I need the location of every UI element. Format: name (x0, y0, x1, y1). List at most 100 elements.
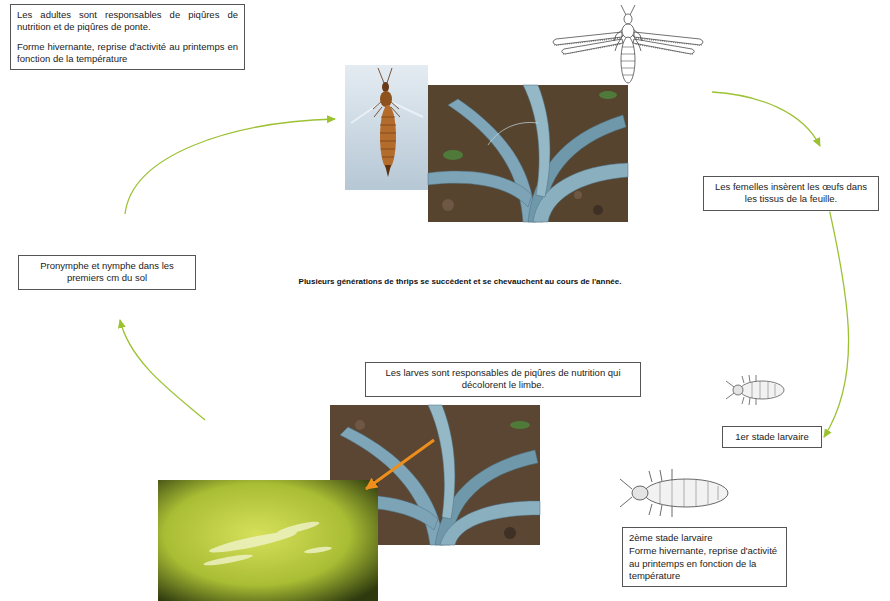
larva-drawing (752, 381, 775, 399)
box-text: Les adultes sont responsables de piqûres… (17, 9, 238, 34)
larva-drawing (620, 479, 632, 489)
leek-photo (428, 171, 532, 207)
adult-photo (380, 133, 396, 134)
larva-drawing (768, 382, 769, 398)
larva-drawing (726, 393, 734, 399)
leek-photo (448, 99, 536, 222)
note-box: Les larves sont responsables de piqûres … (365, 362, 641, 397)
adult-drawing (633, 39, 694, 54)
box-body: Forme hivernante, reprise d'activité au … (629, 545, 780, 582)
adult-photo (345, 65, 428, 190)
larva-drawing (760, 381, 761, 399)
larva-drawing (749, 398, 750, 405)
leek-photo (510, 421, 530, 429)
adult-drawing (553, 5, 703, 83)
adult-drawing (623, 75, 633, 76)
larva-drawing (740, 381, 784, 399)
box-text: Les larves sont responsables de piqûres … (372, 367, 634, 392)
larva-drawing (696, 480, 697, 506)
larva-drawing (708, 482, 709, 504)
leek-photo (440, 501, 540, 545)
adult-photo (351, 101, 383, 123)
leek-photo (523, 85, 550, 197)
leek-photo (443, 150, 463, 160)
adult-drawing (624, 14, 632, 24)
adult-photo (380, 105, 396, 169)
leek-photo (504, 527, 516, 539)
leek-photo (599, 91, 617, 99)
adult-drawing (562, 39, 623, 54)
larva-drawing (660, 470, 662, 481)
adult-drawing (621, 5, 626, 15)
adult-drawing (614, 29, 623, 41)
stage-box: Les femelles insèrent les œufs dans les … (703, 176, 879, 211)
larva-drawing (649, 504, 652, 515)
box-text: Pronymphe et nymphe dans les premiers cm… (25, 260, 189, 285)
box-text: Les femelles insèrent les œufs dans les … (710, 181, 872, 206)
leaf-damage-photo (158, 480, 378, 601)
leek-photo (488, 122, 538, 145)
stage-box: 2ème stade larvaireForme hivernante, rep… (622, 527, 787, 587)
adult-drawing (622, 68, 634, 69)
larva-drawing (775, 384, 776, 396)
adult-photo (345, 65, 428, 190)
larva-drawing (718, 486, 719, 500)
adult-photo (380, 117, 396, 157)
larva-drawing (620, 497, 632, 507)
box-text: 1er stade larvaire (729, 431, 815, 443)
adult-drawing (621, 37, 635, 83)
stage-box: Les adultes sont responsables de piqûres… (10, 4, 245, 70)
larva-drawing (726, 381, 734, 387)
box-text: 2ème stade larvaire (629, 532, 780, 544)
adult-drawing (630, 5, 635, 15)
larva-drawing (660, 481, 661, 505)
larva-drawing (644, 479, 728, 507)
cycle-arrow (712, 92, 820, 146)
leek-photo (593, 205, 603, 215)
cycle-arrow (120, 320, 205, 420)
larva-drawing (684, 479, 685, 507)
larva-drawing (672, 469, 673, 480)
adult-photo (382, 82, 389, 92)
stage-box: 1er stade larvaire (722, 426, 822, 448)
adult-photo (380, 91, 392, 107)
larva-drawing (749, 375, 750, 382)
cycle-arrow (125, 119, 335, 214)
adult-drawing (622, 47, 634, 48)
larva-drawing (660, 479, 718, 507)
adult-photo (378, 68, 384, 83)
adult-drawing (622, 24, 634, 38)
box-body: Forme hivernante, reprise d'activité au … (17, 41, 238, 66)
adult-photo (374, 107, 382, 117)
leaf-damage-photo (276, 519, 320, 536)
leaf-damage-photo (203, 519, 332, 567)
larva-drawing (742, 397, 744, 404)
leek-photo (428, 405, 455, 519)
adult-photo (389, 101, 423, 117)
larva-drawing (752, 382, 753, 398)
leek-photo (574, 191, 582, 199)
adult-drawing (621, 47, 635, 75)
larva-drawing (660, 505, 662, 516)
cycle-note: Plusieurs générations de thrips se succè… (250, 277, 670, 287)
stage-box: Pronymphe et nymphe dans les premiers cm… (18, 255, 196, 290)
adult-drawing (621, 54, 635, 55)
larva-drawing (733, 385, 743, 395)
leek-photo (442, 199, 454, 211)
cycle-arrow (824, 212, 849, 437)
larva-drawing (672, 506, 673, 517)
larva-drawing (672, 480, 673, 506)
larva-drawing (620, 469, 728, 517)
adult-photo (381, 149, 395, 150)
leek-photo (428, 85, 628, 222)
adult-photo (387, 68, 392, 83)
larva-drawing (742, 376, 744, 383)
adult-photo (385, 165, 391, 177)
leek-photo (355, 420, 365, 430)
leaf-damage-photo (304, 546, 332, 555)
larva-drawing (649, 471, 652, 482)
leaf-damage-photo (158, 480, 378, 601)
adult-photo (380, 125, 396, 126)
